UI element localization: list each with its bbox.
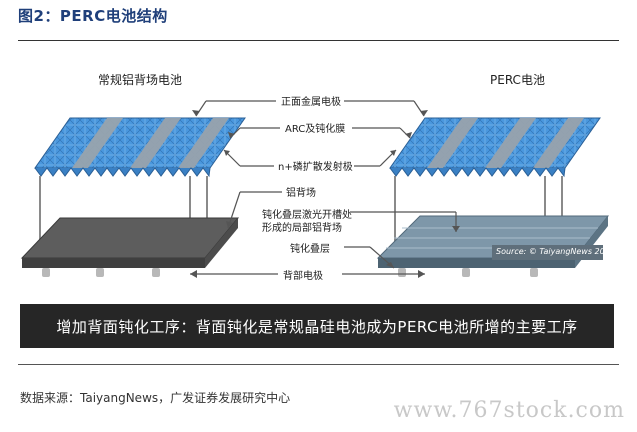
callout-al-bsf: 铝背场 [286,188,316,199]
source-badge-bg [492,245,603,260]
right-front-electrodes [427,118,584,168]
right-panel-title: PERC电池 [490,73,545,87]
source-badge: Source: © TaiyangNews 2017 [496,247,615,256]
callout-arc-passivation: ARC及钝化膜 [285,124,346,135]
left-texture-edge [34,167,211,178]
figure-title: 图2：PERC电池结构 [18,7,168,25]
callout-laser-groove-line1: 钝化叠层激光开槽处 [262,210,352,221]
right-rear-contacts [398,268,538,277]
callout-rear-electrode: 背部电极 [283,271,323,282]
callout-passivation-stack: 钝化叠层 [290,244,330,255]
left-al-back-top [20,217,240,259]
left-cell-illustration [20,117,246,277]
caption-band: 增加背面钝化工序：背面钝化是常规晶硅电池成为PERC电池所增的主要工序 [20,304,614,348]
left-al-back-side [205,218,238,268]
right-cell-illustration [376,117,610,277]
left-front-electrodes [72,118,229,168]
left-al-back-front [22,258,205,268]
left-rear-contacts [42,268,160,277]
bottom-divider [18,364,619,365]
source-line: 数据来源：TaiyangNews，广发证券发展研究中心 [20,391,291,405]
caption-text: 增加背面钝化工序：背面钝化是常规晶硅电池成为PERC电池所增的主要工序 [56,317,578,336]
right-passivation-front [378,258,575,268]
watermark: www.767stock.com [393,398,625,423]
left-panel-title: 常规铝背场电池 [98,73,183,87]
callout-arrowheads [190,110,460,278]
callout-laser-groove-line2: 形成的局部铝背场 [262,223,342,234]
top-divider [18,40,619,41]
right-texture-edge [389,167,566,178]
callout-n-emitter: n+磷扩散发射极 [278,162,353,173]
callout-front-metal-electrode: 正面金属电极 [281,97,341,108]
